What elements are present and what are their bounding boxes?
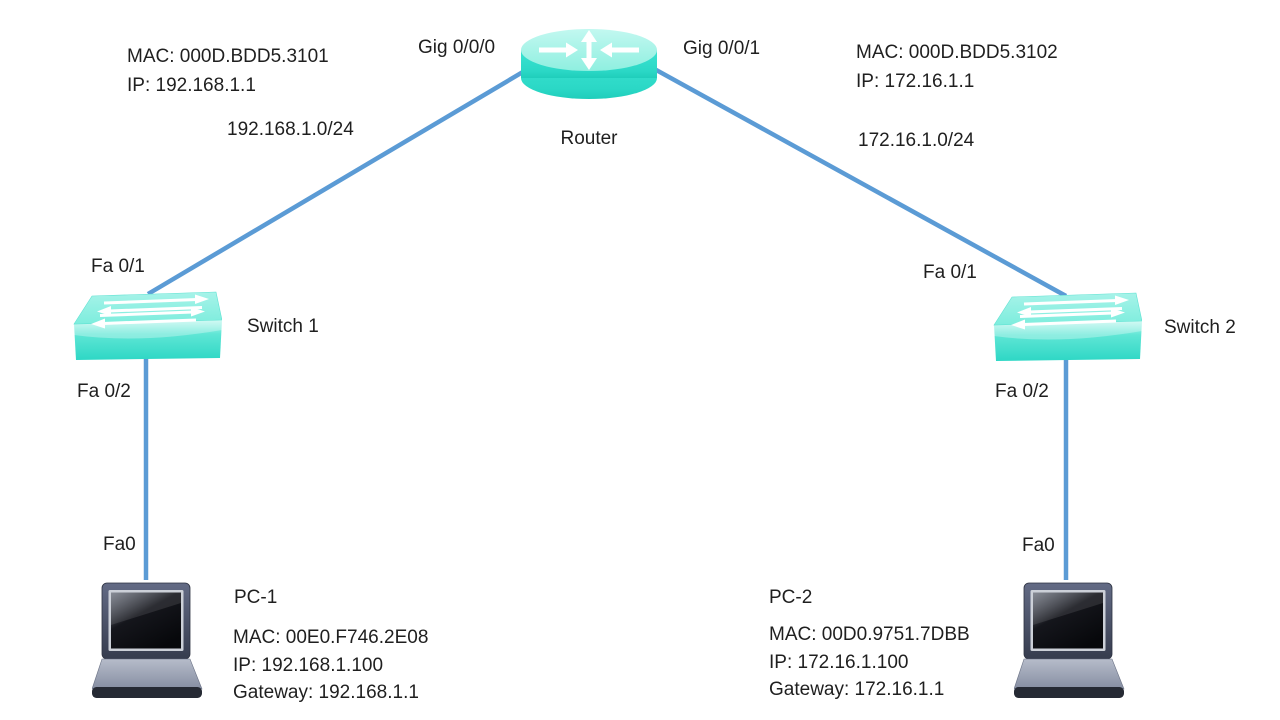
interface-label-switch2-fa01: Fa 0/1 bbox=[923, 262, 977, 283]
interface-label-pc2-fa0: Fa0 bbox=[1022, 535, 1055, 556]
pc2-label: PC-2 bbox=[769, 587, 813, 608]
pc2-details: MAC: 00D0.9751.7DBB IP: 172.16.1.100 Gat… bbox=[769, 621, 970, 704]
subnet-label-right: 172.16.1.0/24 bbox=[858, 130, 975, 151]
interface-label-gig-0-0-1: Gig 0/0/1 bbox=[683, 38, 761, 59]
link-router-switch2 bbox=[618, 48, 1068, 298]
interface-label-switch2-fa02: Fa 0/2 bbox=[995, 381, 1049, 402]
pc1-details: MAC: 00E0.F746.2E08 IP: 192.168.1.100 Ga… bbox=[233, 624, 428, 707]
router-left-mac-label: MAC: 000D.BDD5.3101 bbox=[127, 46, 329, 67]
pc1-laptop-icon bbox=[92, 582, 203, 698]
pc1-gateway-label: Gateway: 192.168.1.1 bbox=[233, 682, 419, 703]
router-icon bbox=[521, 29, 657, 99]
interface-label-switch1-fa01: Fa 0/1 bbox=[91, 256, 145, 277]
pc1-ip-label: IP: 192.168.1.100 bbox=[233, 654, 384, 676]
pc1-label: PC-1 bbox=[234, 587, 278, 608]
switch2-icon bbox=[993, 292, 1142, 361]
pc2-ip-label: IP: 172.16.1.100 bbox=[769, 651, 909, 673]
pc2-gateway-label: Gateway: 172.16.1.1 bbox=[769, 679, 945, 700]
link-router-switch1 bbox=[146, 48, 562, 296]
subnet-label-left: 192.168.1.0/24 bbox=[227, 119, 354, 140]
router-label: Router bbox=[560, 128, 618, 149]
pc1-mac-label: MAC: 00E0.F746.2E08 bbox=[233, 627, 429, 648]
switch2-label: Switch 2 bbox=[1164, 317, 1236, 338]
interface-label-pc1-fa0: Fa0 bbox=[103, 534, 136, 555]
pc2-mac-label: MAC: 00D0.9751.7DBB bbox=[769, 624, 970, 645]
interface-label-switch1-fa02: Fa 0/2 bbox=[77, 381, 131, 402]
switch1-label: Switch 1 bbox=[247, 316, 319, 337]
interface-label-gig-0-0-0: Gig 0/0/0 bbox=[418, 37, 496, 58]
pc2-laptop-icon bbox=[1014, 582, 1125, 698]
router-details-left: MAC: 000D.BDD5.3101 IP: 192.168.1.1 bbox=[127, 43, 329, 100]
router-right-mac-label: MAC: 000D.BDD5.3102 bbox=[856, 42, 1058, 63]
switch1-icon bbox=[73, 291, 222, 360]
router-right-ip-label: IP: 172.16.1.1 bbox=[856, 70, 975, 92]
router-details-right: MAC: 000D.BDD5.3102 IP: 172.16.1.1 bbox=[856, 39, 1058, 96]
router-left-ip-label: IP: 192.168.1.1 bbox=[127, 74, 256, 96]
